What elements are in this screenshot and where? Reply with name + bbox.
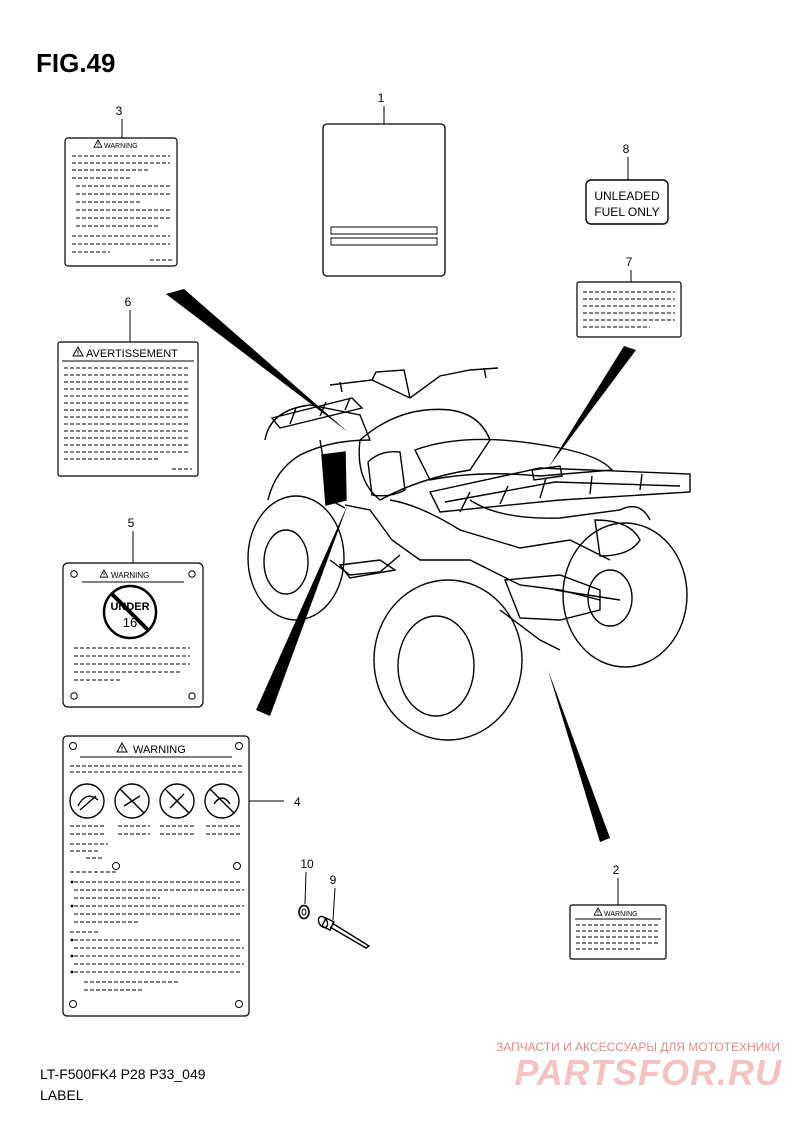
atv-illustration xyxy=(247,367,691,741)
label-7 xyxy=(576,281,682,338)
part-10-washer xyxy=(298,904,310,920)
part-number-1: 1 xyxy=(378,91,385,105)
part-number-7: 7 xyxy=(626,255,633,269)
label-8-line1: UNLEADED xyxy=(594,189,660,203)
figure-code: LT-F500FK4 P28 P33_049 xyxy=(40,1066,206,1082)
part-number-3: 3 xyxy=(116,104,123,118)
part-9-rivet xyxy=(317,915,371,949)
label-5: WARNING UNDER 16 xyxy=(62,562,204,708)
figure-caption: LABEL xyxy=(40,1087,84,1103)
label-8-line2: FUEL ONLY xyxy=(594,205,659,219)
label-4-heading: WARNING xyxy=(133,744,186,756)
label-8: UNLEADED FUEL ONLY xyxy=(585,179,669,225)
label-2-heading: WARNING xyxy=(604,911,638,918)
part-number-2: 2 xyxy=(613,863,620,877)
part-number-9: 9 xyxy=(330,873,337,887)
part-number-6: 6 xyxy=(125,295,132,309)
label-2: WARNING xyxy=(569,904,667,960)
label-4: WARNING xyxy=(62,735,250,1017)
pictogram-row xyxy=(69,783,240,819)
leader-lines xyxy=(166,289,636,842)
label-5-heading: WARNING xyxy=(111,571,149,580)
part-number-4: 4 xyxy=(294,795,301,809)
under-16-badge: UNDER 16 xyxy=(102,584,158,640)
label-5-badge-bottom: 16 xyxy=(123,615,137,630)
part-number-8: 8 xyxy=(623,142,630,156)
label-6-heading: AVERTISSEMENT xyxy=(86,348,178,360)
watermark-tagline: ЗАПЧАСТИ И АКСЕССУАРЫ ДЛЯ МОТОТЕХНИКИ xyxy=(496,1040,780,1054)
label-3: WARNING xyxy=(64,137,178,267)
part-number-5: 5 xyxy=(128,516,135,530)
figure-title: FIG.49 xyxy=(36,48,116,78)
label-6: AVERTISSEMENT xyxy=(57,341,199,477)
watermark-logo: PARTSFOR.RU xyxy=(514,1052,782,1093)
label-1 xyxy=(322,123,446,277)
label-3-heading: WARNING xyxy=(104,143,138,150)
part-number-10: 10 xyxy=(300,857,314,871)
